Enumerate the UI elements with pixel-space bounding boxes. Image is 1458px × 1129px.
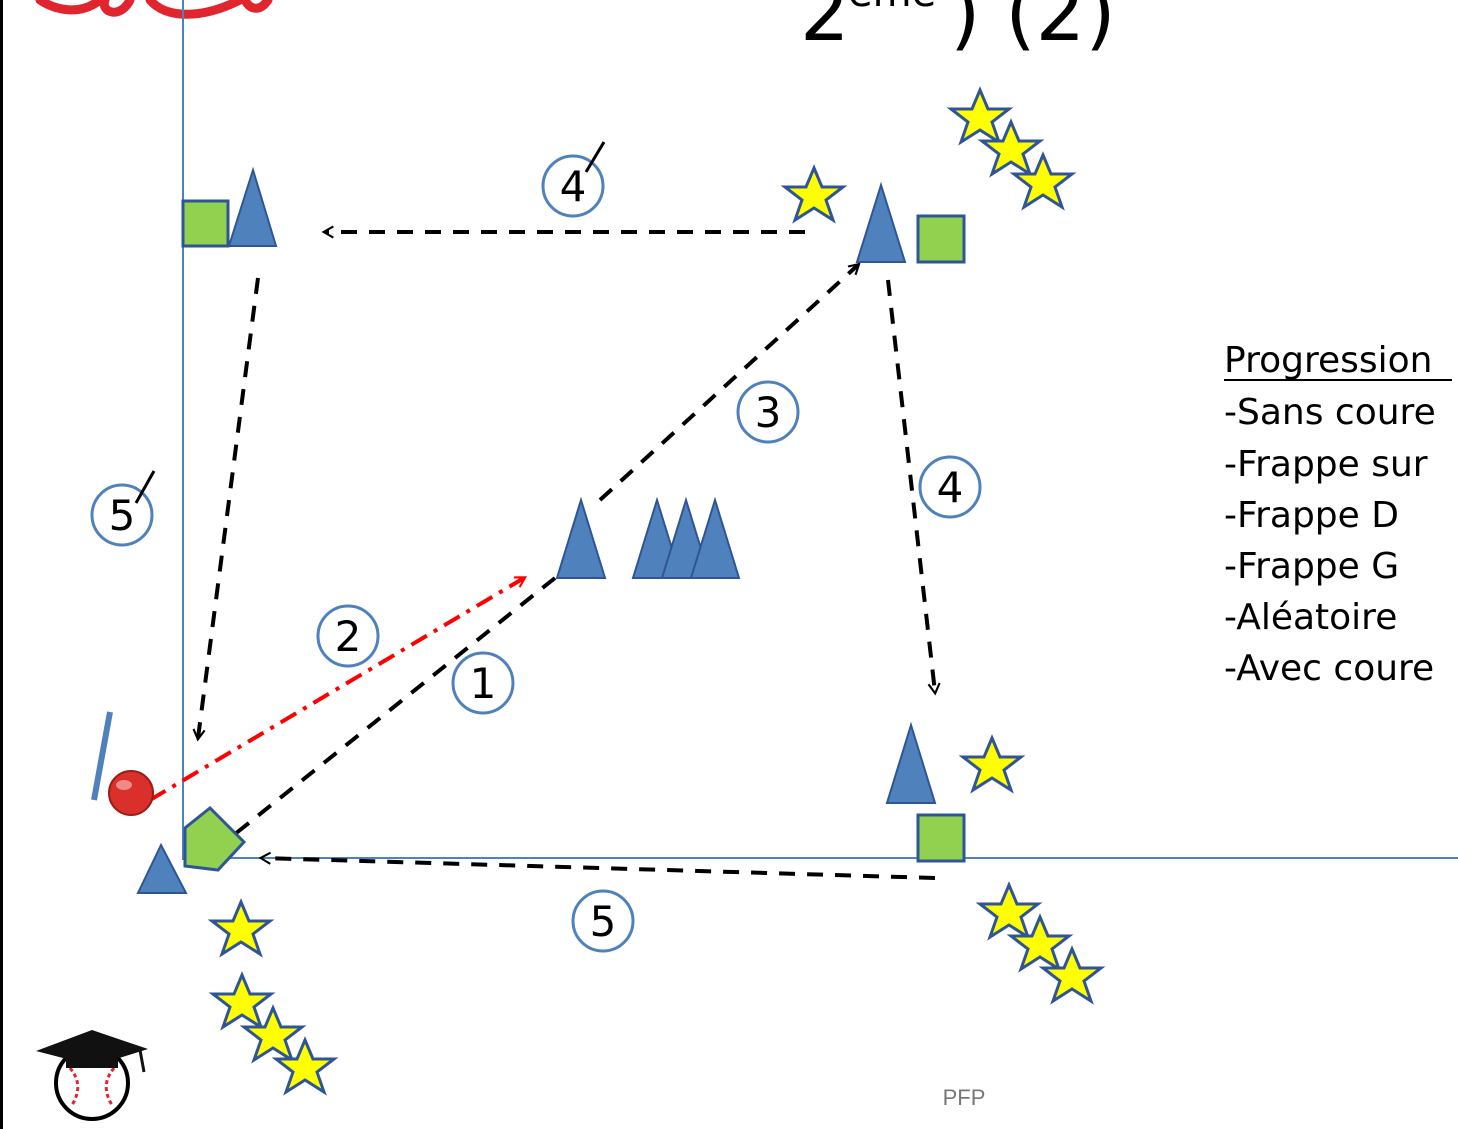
legend-item: -Sans coure bbox=[1224, 392, 1436, 433]
legend-item: -Frappe D bbox=[1224, 495, 1399, 536]
step-5-left-label: 5 bbox=[109, 491, 136, 540]
slide-left-border bbox=[0, 0, 3, 1129]
step-4-right-label: 4 bbox=[937, 463, 964, 512]
stars bbox=[210, 88, 1103, 1094]
star-icon bbox=[949, 88, 1011, 144]
step-1: 1 bbox=[451, 651, 515, 715]
cone-icon-first bbox=[855, 181, 907, 263]
path-step-4-right bbox=[886, 279, 941, 696]
step-5-bottom-label: 5 bbox=[590, 897, 617, 946]
path-step-3 bbox=[598, 262, 861, 502]
base-icon-right bbox=[916, 813, 966, 863]
path-step-1 bbox=[212, 576, 557, 853]
legend-item: -Aléatoire bbox=[1224, 597, 1397, 638]
throw-paths bbox=[192, 225, 941, 880]
star-icon bbox=[961, 736, 1023, 792]
star-icon bbox=[211, 973, 273, 1029]
cone-icon-right bbox=[885, 721, 937, 804]
step-5-bottom: 5 bbox=[571, 889, 635, 953]
graduation-cap-baseball-icon bbox=[36, 1030, 148, 1121]
logo bbox=[35, 0, 273, 19]
slash-mark bbox=[134, 470, 156, 504]
star-icon bbox=[783, 166, 845, 222]
home-plate-icon bbox=[183, 805, 247, 872]
step-4-right: 4 bbox=[918, 455, 982, 519]
step-2: 2 bbox=[316, 604, 380, 668]
star-icon bbox=[978, 883, 1040, 939]
cone-icon-third bbox=[227, 166, 278, 247]
star-icon bbox=[210, 900, 272, 956]
title-suffix: ) (2) bbox=[950, 0, 1116, 59]
legend-item: -Frappe G bbox=[1224, 546, 1399, 587]
path-step-5-bottom bbox=[258, 851, 936, 880]
title-fragment: 2 ème ) (2) bbox=[800, 0, 1116, 59]
base-icon-first bbox=[916, 214, 966, 264]
step-3-label: 3 bbox=[755, 388, 782, 437]
ball-icon bbox=[108, 770, 154, 816]
legend-title: Progression bbox=[1224, 340, 1432, 381]
bat-icon bbox=[91, 711, 113, 801]
cone-icon bbox=[555, 496, 607, 579]
step-5-left: 5 bbox=[90, 470, 156, 547]
cone-icon bbox=[689, 496, 741, 579]
step-4-top: 4 bbox=[541, 141, 606, 218]
step-3: 3 bbox=[736, 380, 800, 444]
cone-icon-catcher bbox=[136, 842, 188, 894]
legend-item: -Avec coure bbox=[1224, 648, 1434, 689]
step-2-label: 2 bbox=[335, 612, 362, 661]
progression-legend: Progression -Sans coure -Frappe sur -Fra… bbox=[1224, 340, 1452, 689]
path-step-5-left bbox=[192, 277, 260, 742]
footer-text: PFP bbox=[943, 1085, 986, 1110]
hit-path-step-2 bbox=[148, 576, 528, 802]
slash-mark bbox=[584, 141, 606, 173]
step-4-top-label: 4 bbox=[560, 162, 587, 211]
title-superscript: ème bbox=[848, 0, 936, 16]
base-icon-third bbox=[181, 199, 230, 248]
step-1-label: 1 bbox=[470, 659, 497, 708]
legend-item: -Frappe sur bbox=[1224, 444, 1428, 485]
pitcher-cones bbox=[555, 496, 741, 579]
title-prefix: 2 bbox=[800, 0, 850, 59]
